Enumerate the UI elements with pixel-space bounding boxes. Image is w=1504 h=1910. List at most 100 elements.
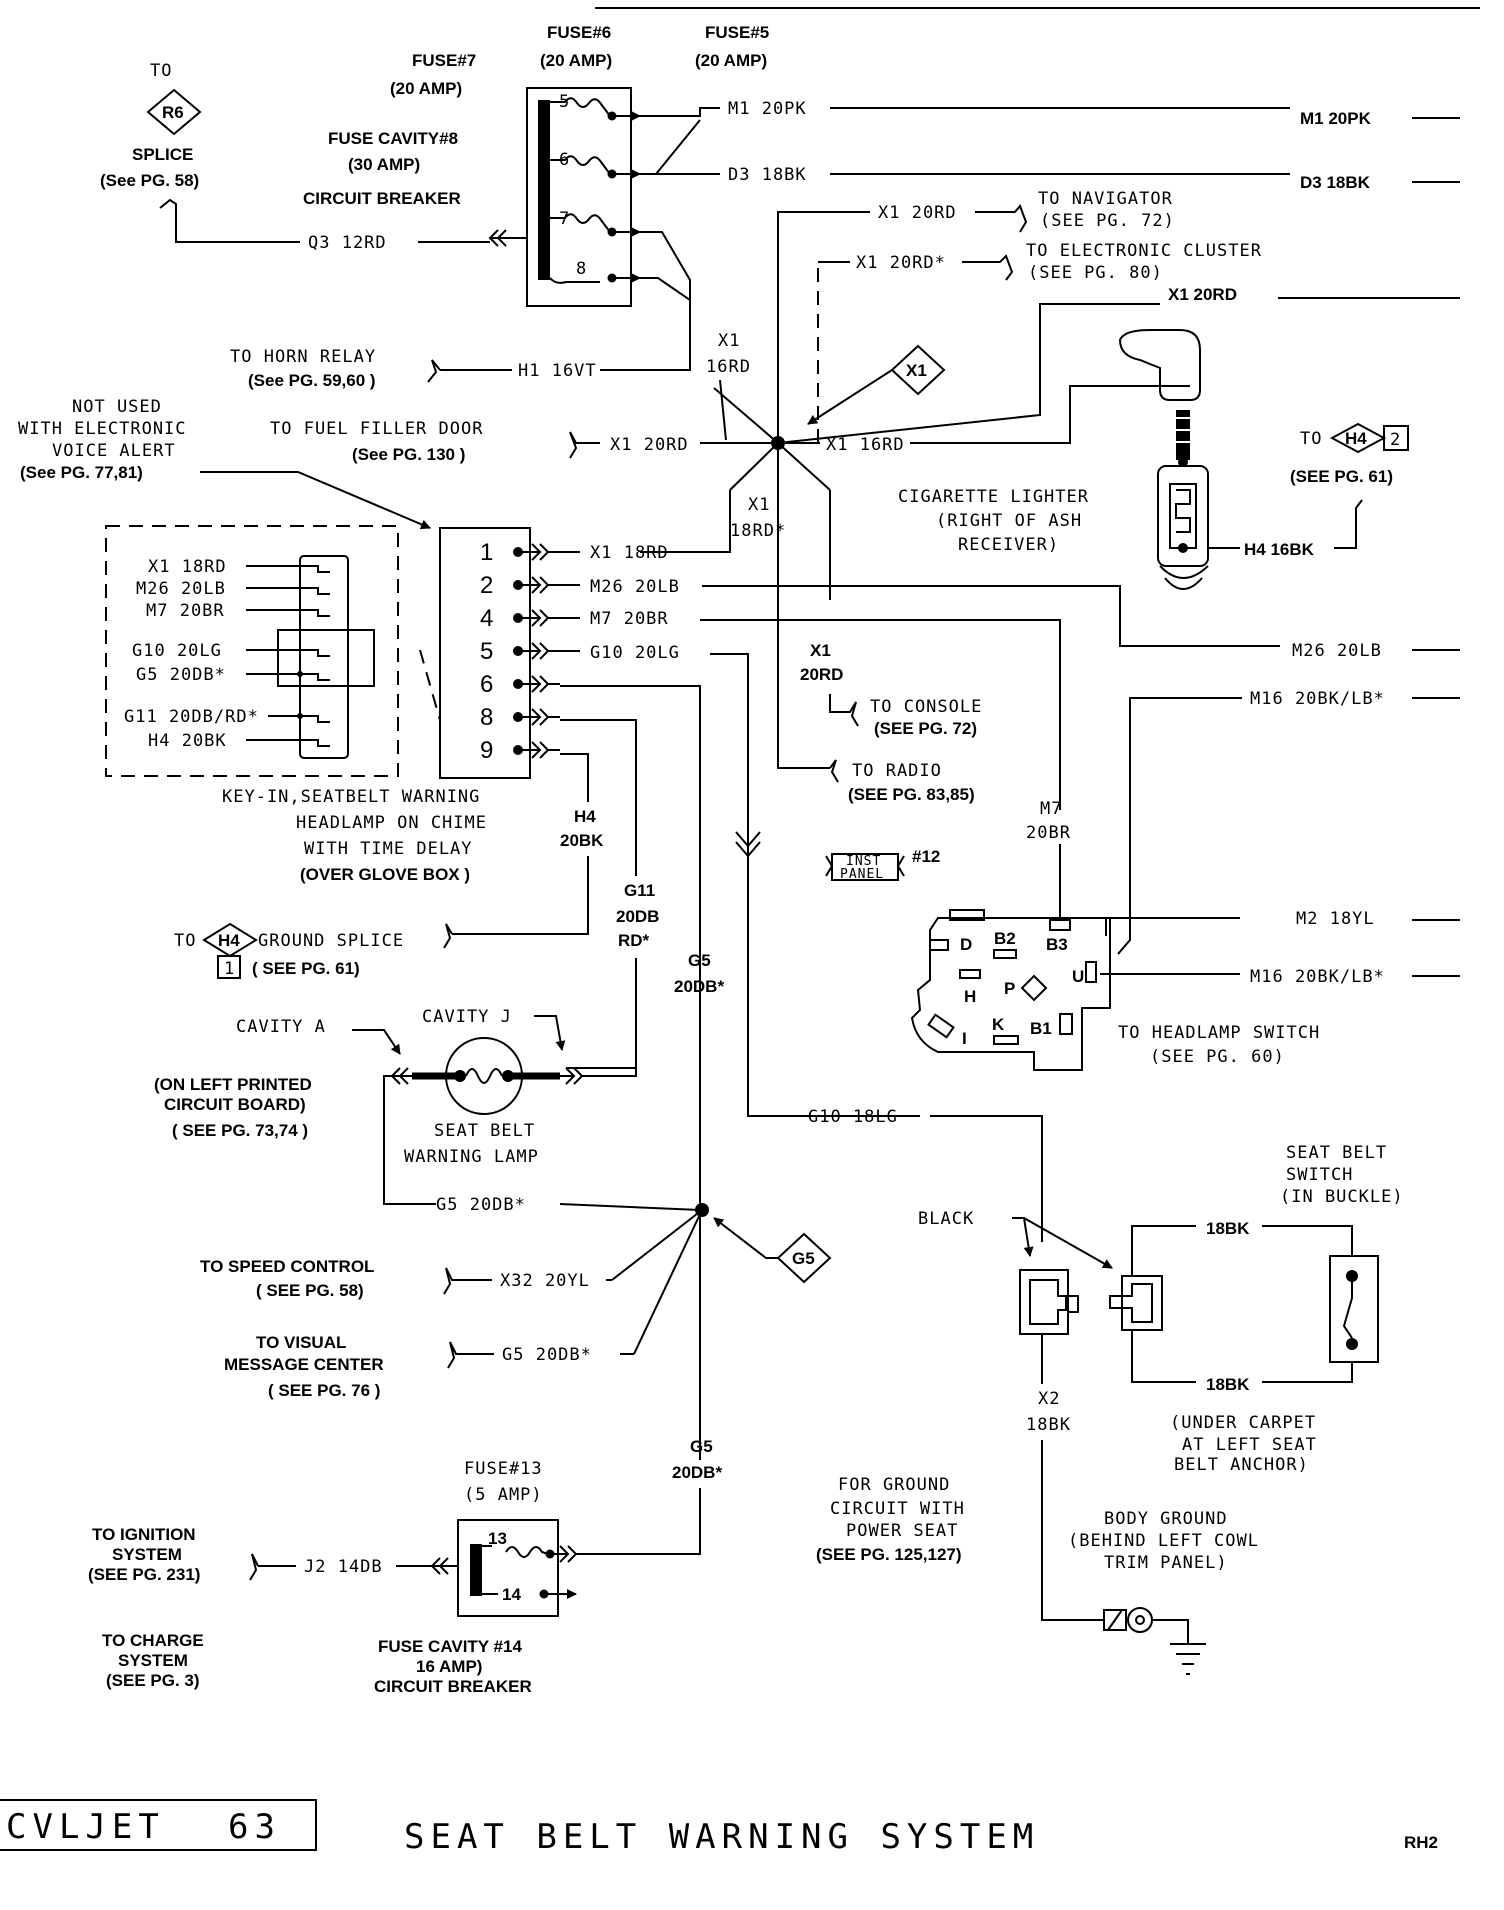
pcb-label-b: CIRCUIT BOARD) [164,1095,306,1114]
r6-code: R6 [162,103,184,122]
r6-page-ref: (See PG. 58) [100,171,199,190]
wire-d3-18bk: D3 18BK [728,165,807,185]
switch-label: SEAT BELT [1286,1143,1387,1163]
wire-x1-20rd-con-b: 20RD [800,665,843,684]
h4g-page: ( SEE PG. 61) [252,959,360,978]
wire-x1-20rd-con-a: X1 [810,641,831,660]
cavity14-amp: 16 AMP) [416,1657,482,1676]
inset-lead [246,587,330,595]
charge-page: (SEE PG. 3) [106,1671,200,1690]
footer: CVLJET 63 SEAT BELT WARNING SYSTEM RH2 [0,1799,1438,1857]
h4-right-pin: 2 [1390,430,1401,450]
wire-x1-18rd-star-a: X1 [748,495,770,515]
wire-m1-20pk: M1 20PK [728,99,807,119]
fuse5-label: FUSE#5 [705,23,769,42]
module-connector: 1 2 4 5 6 8 9 [439,527,580,779]
h4-right-code: H4 [1345,429,1367,448]
footer-page: 63 [228,1807,281,1847]
conn-pin-5: 5 [480,638,493,665]
wire-m7-a: M7 [1040,799,1062,819]
horn-relay-label: TO HORN RELAY [230,347,376,367]
conn-pin-lead [518,609,580,627]
hls-b2: B2 [994,929,1016,948]
lighter-location-b: RECEIVER) [958,535,1059,555]
wire-x1-16rd: X1 16RD [826,435,905,455]
lamp-label-b: WARNING LAMP [404,1147,539,1167]
lighter-label: CIGARETTE LIGHTER [898,487,1089,507]
black-connector-right [1109,1275,1163,1331]
conn-pin-lead [518,642,580,660]
conn-pin-2: 2 [480,572,493,599]
wire-x1-20rd-star: X1 20RD* [856,253,946,273]
vmc-page: ( SEE PG. 76 ) [268,1381,380,1400]
h4-ground-splice: TO H4 1 GROUND SPLICE ( SEE PG. 61) [174,922,404,979]
wire-g5-vmc: G5 20DB* [502,1345,592,1365]
wire-x1-20rd-fuel: X1 20RD [610,435,689,455]
notused-label: NOT USED [72,397,162,417]
inset-wire-5: G11 20DB/RD* [124,707,259,727]
cavity-j-label: CAVITY J [422,1007,512,1027]
radio-label: TO RADIO [852,761,942,781]
conn-wire-m26-20lb: M26 20LB [590,577,680,597]
inst-panel-b: PANEL [840,867,884,882]
fuse13-amp: (5 AMP) [464,1485,543,1505]
h4g-pin: 1 [224,959,235,979]
wire-g5-lamp: G5 20DB* [436,1195,526,1215]
inset-wire-4: G5 20DB* [136,665,226,685]
notused-label-b: WITH ELECTRONIC [18,419,187,439]
switch-location: (IN BUCKLE) [1280,1187,1404,1207]
wire-g5-c: G5 [690,1437,713,1456]
wire-g5-d: 20DB* [672,1463,722,1482]
conn-pin-8: 8 [480,704,493,731]
connector-inset: X1 18RD M26 20LB M7 20BR G10 20LG G5 20D… [105,525,441,777]
fuse13-pin-13: 13 [488,1529,507,1548]
conn-pin-9: 9 [480,737,493,764]
wire-g5-b: 20DB* [674,977,724,996]
inset-lead [246,673,330,681]
wire-j2-14db: J2 14DB [304,1557,383,1577]
inset-lead [268,715,330,723]
notused-label-c: VOICE ALERT [52,441,176,461]
fuse7-label: FUSE#7 [412,51,476,70]
module-label: KEY-IN,SEATBELT WARNING [222,787,480,807]
x1-splice-hub: X1 20RD TO NAVIGATOR (SEE PG. 72) X1 20R… [270,189,1460,491]
speed-page: ( SEE PG. 58) [256,1281,364,1300]
wire-h1-16vt: H1 16VT [518,361,597,381]
hls-i: I [962,1029,967,1048]
conn-pin-4: 4 [480,605,493,632]
h4-right-to: TO [1300,429,1322,449]
inset-lead [246,739,330,747]
cavity14-breaker: CIRCUIT BREAKER [374,1677,532,1696]
radio-page: (SEE PG. 83,85) [848,785,975,804]
fuse6-label: FUSE#6 [547,23,611,42]
inset-wire-6: H4 20BK [148,731,227,751]
powerseat-label-b: CIRCUIT WITH [830,1499,965,1519]
wire-x1-16rd-b: 16RD [706,357,751,377]
cavity8-amp: (30 AMP) [348,155,420,174]
seat-belt-switch [1329,1255,1379,1363]
wire-g11-c: RD* [618,931,650,950]
navigator-label: TO NAVIGATOR [1038,189,1173,209]
fuse13-label: FUSE#13 [464,1459,543,1479]
fuse13-block: 13 14 [430,1519,590,1617]
hls-b3: B3 [1046,935,1068,954]
r6-splice: TO R6 SPLICE (See PG. 58) [100,61,300,243]
inst-panel-a: INST [846,854,881,869]
wire-x1-20rd-right: X1 20RD [1168,285,1237,304]
g5-splice: G5 20DB* G5 [436,1000,832,1460]
module-label-c: WITH TIME DELAY [304,839,473,859]
wire-g10-18lg: G10 18LG [808,1107,898,1127]
seat-belt-warning-lamp: CAVITY A CAVITY J SEAT BELT WARNING LAMP [236,1007,637,1205]
horn-relay-page: (See PG. 59,60 ) [248,371,376,390]
wire-m16-bot: M16 20BK/LB* [1250,967,1385,987]
cavity8-breaker: CIRCUIT BREAKER [303,189,461,208]
inset-lead [246,609,330,617]
wire-x32-20yl: X32 20YL [500,1271,590,1291]
bodyground-label-b: (BEHIND LEFT COWL [1068,1531,1259,1551]
cluster-page: (SEE PG. 80) [1028,263,1163,283]
module-location: (OVER GLOVE BOX ) [300,865,470,884]
powerseat-label-c: POWER SEAT [846,1521,958,1541]
black-label: BLACK [918,1209,974,1229]
h4g-label: GROUND SPLICE [258,931,404,951]
